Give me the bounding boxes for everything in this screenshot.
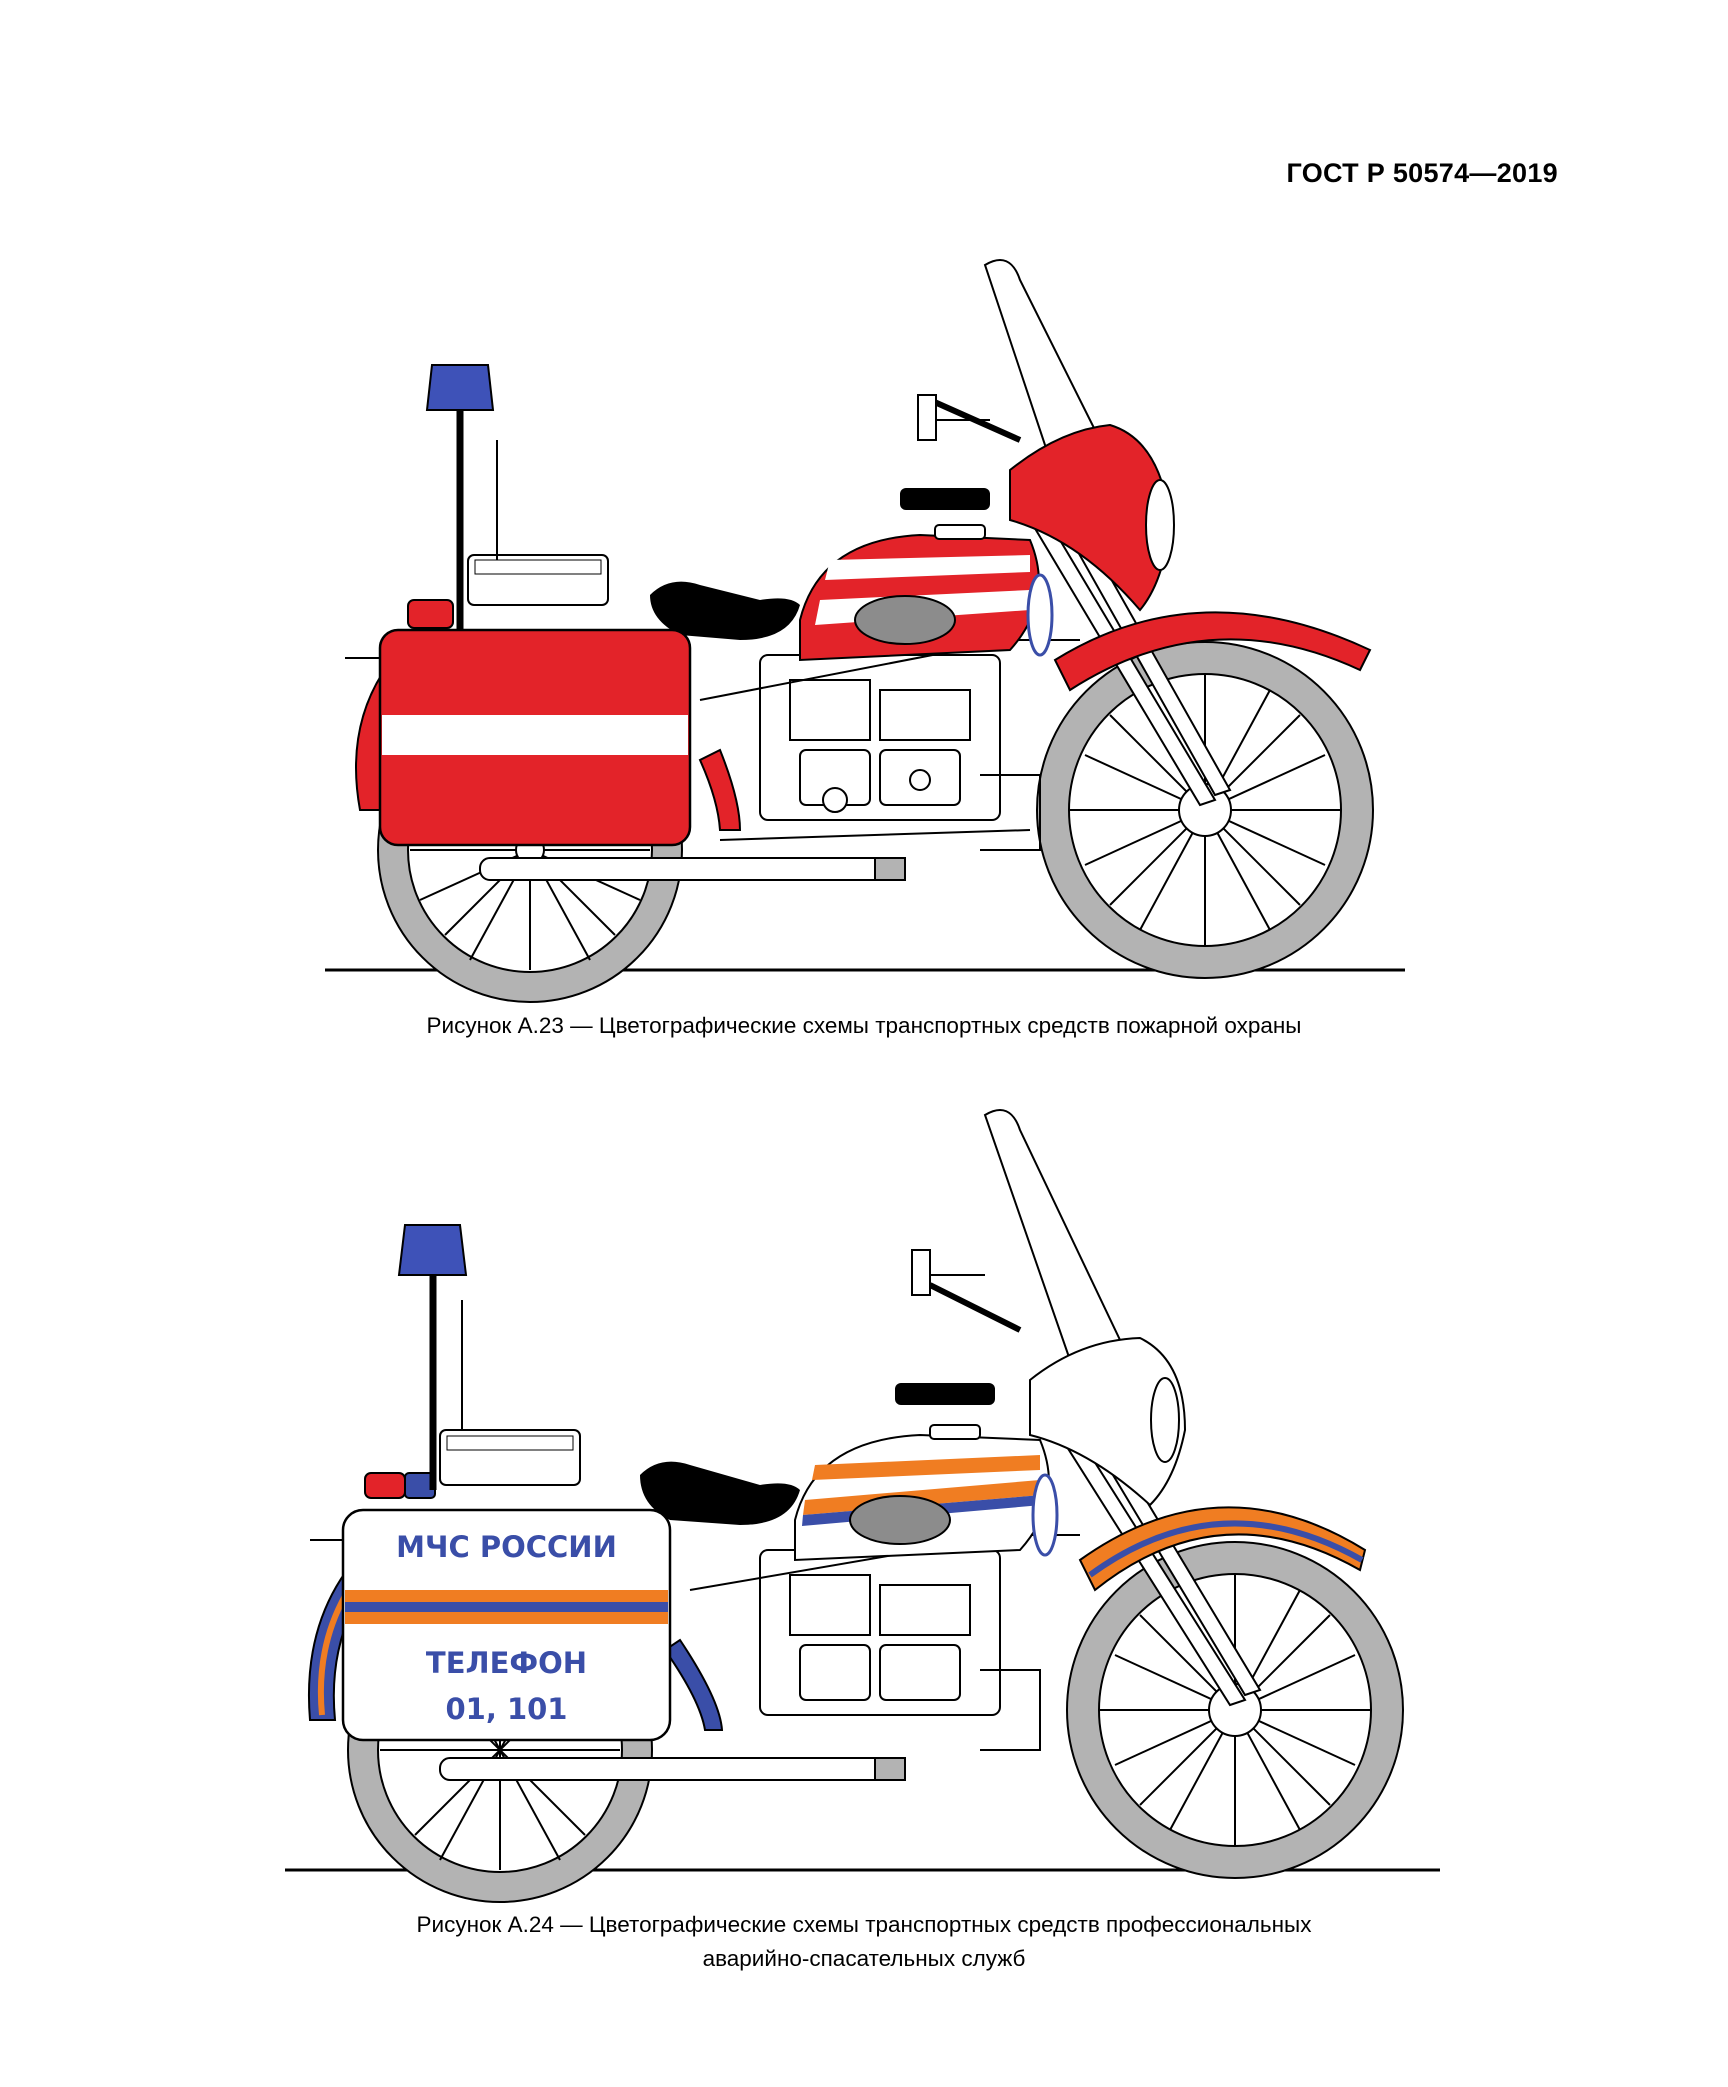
beacon-icon xyxy=(425,364,495,411)
figure-a24-caption-line1: Рисунок А.24 — Цветографические схемы тр… xyxy=(416,1912,1312,1937)
beacon-icon xyxy=(397,1224,468,1276)
document-code: ГОСТ Р 50574—2019 xyxy=(1286,158,1558,188)
front-fender xyxy=(1078,1506,1367,1592)
headlight-side xyxy=(1031,1473,1059,1557)
windscreen xyxy=(983,259,1102,462)
headlight-side xyxy=(1026,573,1054,657)
pannier-label-phone: ТЕЛЕФОН xyxy=(425,1646,588,1680)
mirror-icon xyxy=(917,394,937,441)
front-fairing xyxy=(1029,1336,1187,1507)
tank-emblem xyxy=(854,595,956,645)
exhaust-pipe xyxy=(479,857,891,881)
rescue-motorcycle-illustration xyxy=(285,1109,1440,1903)
tank-emblem xyxy=(849,1495,951,1545)
figure-a24-caption-line2: аварийно-спасательных служб xyxy=(702,1946,1026,1971)
headlight xyxy=(1145,479,1175,571)
tail-light xyxy=(407,599,454,629)
windscreen xyxy=(983,1109,1122,1362)
tail-light xyxy=(364,1472,406,1499)
mirror-icon xyxy=(911,1249,931,1296)
engine-block xyxy=(699,639,1080,851)
pannier-label-numbers: 01, 101 xyxy=(445,1692,568,1726)
seat xyxy=(650,581,800,640)
front-fender xyxy=(1053,611,1372,692)
seat xyxy=(640,1461,800,1525)
figure-a23-caption: Рисунок А.23 — Цветографические схемы тр… xyxy=(426,1013,1302,1038)
handlebar xyxy=(928,1282,1022,1333)
headlight xyxy=(1150,1377,1180,1463)
pannier-label-mchs: МЧС РОССИИ xyxy=(396,1530,617,1564)
handle-grip xyxy=(895,1383,995,1405)
side-pannier xyxy=(341,1508,672,1742)
figure-a24: МЧС РОССИИ ТЕЛЕФОН 01, 101 Рисунок А.24 … xyxy=(0,1060,1728,1980)
handle-grip xyxy=(900,488,990,510)
front-wheel xyxy=(1036,641,1374,979)
front-wheel xyxy=(1066,1541,1404,1879)
figure-a23: Рисунок А.23 — Цветографические схемы тр… xyxy=(325,259,1405,1038)
fire-motorcycle-illustration xyxy=(325,259,1405,1003)
exhaust-pipe xyxy=(439,1757,896,1781)
engine-block xyxy=(689,1534,1080,1751)
